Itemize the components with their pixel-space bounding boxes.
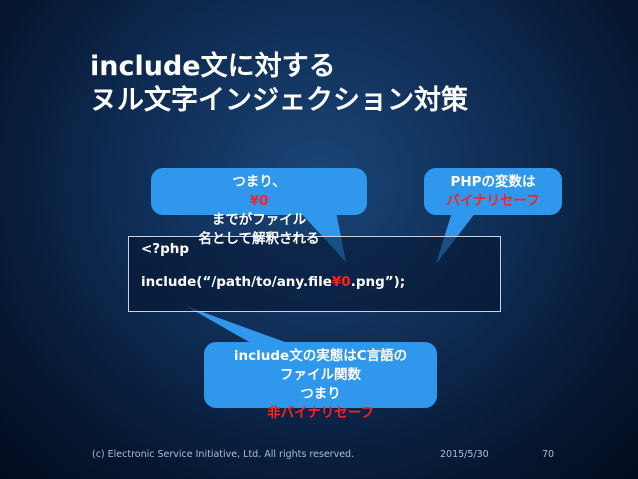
footer-date: 2015/5/30 xyxy=(440,449,489,460)
callout-null-char-line-2: 名として解釈される xyxy=(198,231,320,247)
callout-null-char-text-before: つまり、 xyxy=(232,174,286,190)
code-include-after: .png”); xyxy=(350,274,406,290)
callout-null-char-line-1: つまり、 ¥0 までがファイル xyxy=(151,173,367,230)
code-line-include: include(“/path/to/any.file¥0.png”); xyxy=(141,274,405,290)
callout-null-char-text-after: までがファイル xyxy=(211,212,307,228)
callout-php-highlight: バイナリセーフ xyxy=(446,193,540,209)
code-null-byte: ¥0 xyxy=(331,274,351,290)
code-include-before: include(“/path/to/any.file xyxy=(141,274,332,290)
title-line-2: ヌル文字インジェクション対策 xyxy=(90,85,468,116)
callout-c-line-1: include文の実態はC言語の xyxy=(233,348,408,364)
code-block: <?php include(“/path/to/any.file¥0.png”)… xyxy=(128,236,501,312)
callout-null-char-highlight: ¥0 xyxy=(249,193,269,209)
callout-php-binary-safe: PHPの変数は バイナリセーフ xyxy=(424,168,562,215)
bottom-callout-tail xyxy=(186,306,296,346)
callout-c-function: include文の実態はC言語の ファイル関数 つまり非バイナリセーフ xyxy=(204,342,437,421)
code-line-php-open: <?php xyxy=(141,241,190,257)
callout-php-line-1: PHPの変数は xyxy=(450,174,536,190)
callout-c-text-before: つまり xyxy=(300,386,341,402)
callout-null-char: つまり、 ¥0 までがファイル 名として解釈される xyxy=(151,168,367,247)
callout-c-line-3: つまり非バイナリセーフ xyxy=(204,385,437,423)
callout-c-highlight: 非バイナリセーフ xyxy=(267,405,374,421)
slide-title: include文に対する ヌル文字インジェクション対策 xyxy=(90,50,468,118)
callout-c-line-2: ファイル関数 xyxy=(280,367,361,383)
title-line-1: include文に対する xyxy=(90,51,336,82)
footer-page-number: 70 xyxy=(542,449,555,460)
footer-copyright: (c) Electronic Service Initiative, Ltd. … xyxy=(92,449,355,460)
